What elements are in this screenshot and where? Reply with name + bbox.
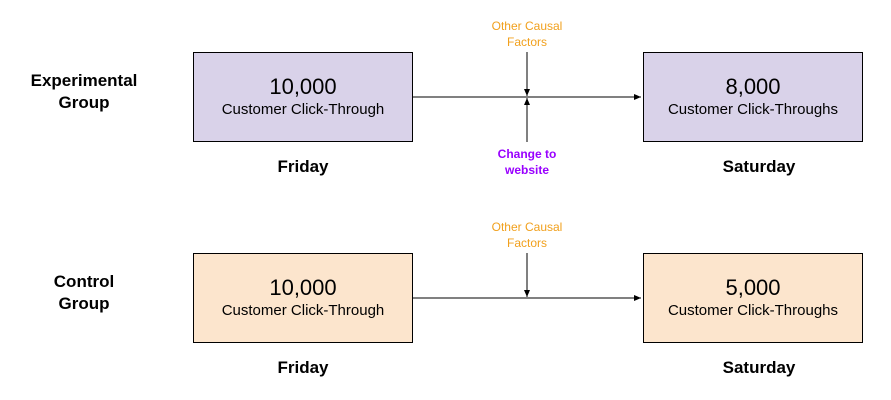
experimental-factor-line2: Factors [506,35,547,49]
control-group-label-line1: Control [53,272,115,291]
experimental-saturday-count: 8,000 [725,74,781,99]
control-group-label: Control Group [18,271,150,315]
control-factor-label: Other Causal Factors [467,219,587,251]
experimental-friday-box: 10,000 Customer Click-Through [193,52,413,142]
control-factor-line1: Other Causal [491,220,563,234]
experimental-saturday-day: Saturday [722,157,796,176]
experimental-factor-label: Other Causal Factors [467,18,587,50]
experimental-change-line2: website [504,163,549,177]
control-friday-desc: Customer Click-Through [221,302,385,319]
experimental-saturday-box: 8,000 Customer Click-Throughs [643,52,863,142]
experimental-factor-line1: Other Causal [491,19,563,33]
experimental-friday-desc: Customer Click-Through [221,101,385,118]
experimental-group-label: Experimental Group [18,70,150,114]
experimental-change-line1: Change to [497,147,557,161]
experimental-group-label-line2: Group [58,93,110,112]
control-saturday-desc: Customer Click-Throughs [667,302,839,319]
control-friday-day: Friday [277,358,329,377]
control-friday-box: 10,000 Customer Click-Through [193,253,413,343]
control-saturday-count: 5,000 [725,275,781,300]
experimental-friday-day: Friday [277,157,329,176]
experimental-friday-count: 10,000 [269,74,337,99]
control-group-label-line2: Group [58,294,110,313]
experimental-group-label-line1: Experimental [30,71,138,90]
control-saturday-box: 5,000 Customer Click-Throughs [643,253,863,343]
control-factor-line2: Factors [506,236,547,250]
experimental-saturday-desc: Customer Click-Throughs [667,101,839,118]
control-friday-count: 10,000 [269,275,337,300]
experimental-change-label: Change to website [467,146,587,178]
control-saturday-day: Saturday [722,358,796,377]
